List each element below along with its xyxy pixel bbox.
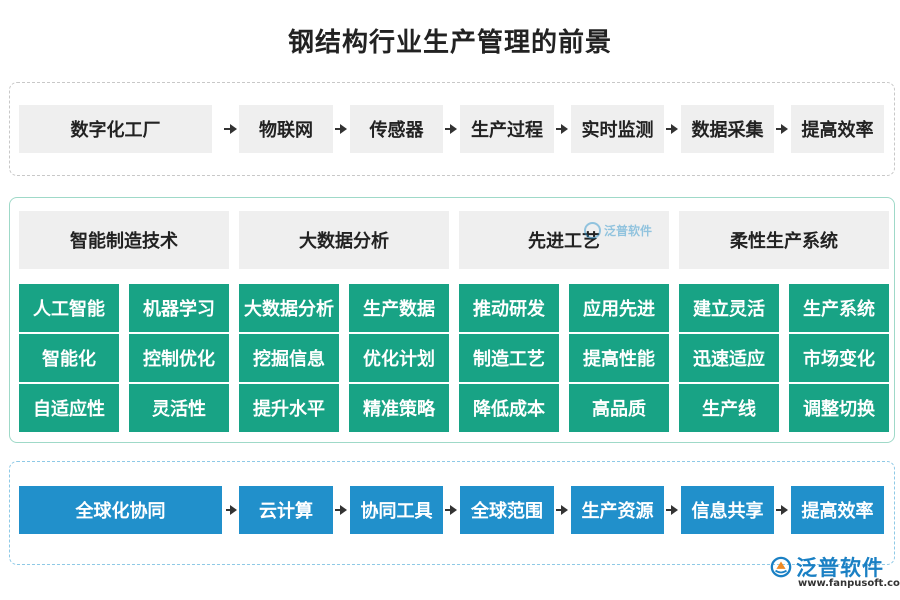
tech-item: 生产数据: [349, 284, 449, 332]
tech-item: 灵活性: [129, 384, 229, 432]
tech-item: 生产系统: [789, 284, 889, 332]
category-header: 大数据分析: [239, 211, 449, 269]
flow-arrow: [666, 505, 678, 515]
flow-box: 生产过程: [460, 105, 554, 153]
flow-arrow: [556, 124, 568, 134]
flow-box-digital-factory: 数字化工厂: [19, 105, 212, 153]
flow-arrow: [776, 505, 788, 515]
flow-box: 提高效率: [791, 486, 884, 534]
flow-box: 云计算: [239, 486, 333, 534]
tech-item: 降低成本: [459, 384, 559, 432]
brand-logo: 泛普软件: [770, 552, 884, 582]
tech-item: 控制优化: [129, 334, 229, 382]
tech-item: 精准策略: [349, 384, 449, 432]
tech-item: 调整切换: [789, 384, 889, 432]
tech-item: 智能化: [19, 334, 119, 382]
digital-factory-panel: [9, 82, 895, 176]
tech-item: 人工智能: [19, 284, 119, 332]
flow-box: 传感器: [350, 105, 443, 153]
fanpu-logo-icon: [770, 556, 792, 578]
flow-arrow: [224, 124, 237, 134]
tech-item: 应用先进: [569, 284, 669, 332]
tech-item: 迅速适应: [679, 334, 779, 382]
tech-item: 自适应性: [19, 384, 119, 432]
tech-item: 制造工艺: [459, 334, 559, 382]
flow-arrow: [776, 124, 788, 134]
fanpu-watermark-icon: [584, 222, 601, 239]
technology-panel: [9, 197, 895, 443]
flow-arrow: [335, 124, 347, 134]
flow-box: 协同工具: [350, 486, 443, 534]
tech-item: 挖掘信息: [239, 334, 339, 382]
flow-box: 实时监测: [571, 105, 664, 153]
brand-url: www.fanpusoft.com: [798, 578, 900, 589]
tech-item: 生产线: [679, 384, 779, 432]
tech-item: 优化计划: [349, 334, 449, 382]
tech-item: 建立灵活: [679, 284, 779, 332]
tech-item: 机器学习: [129, 284, 229, 332]
tech-item: 高品质: [569, 384, 669, 432]
flow-arrow: [445, 505, 457, 515]
tech-item: 市场变化: [789, 334, 889, 382]
flow-box: 数据采集: [681, 105, 774, 153]
category-header: 先进工艺: [459, 211, 669, 269]
watermark: 泛普软件: [584, 222, 652, 239]
tech-item: 提升水平: [239, 384, 339, 432]
flow-box: 物联网: [239, 105, 333, 153]
flow-box: 信息共享: [681, 486, 774, 534]
tech-item: 推动研发: [459, 284, 559, 332]
category-header: 柔性生产系统: [679, 211, 889, 269]
flow-arrow: [226, 505, 237, 515]
tech-item: 提高性能: [569, 334, 669, 382]
flow-arrow: [335, 505, 347, 515]
flow-box: 全球范围: [460, 486, 554, 534]
flow-arrow: [445, 124, 457, 134]
flow-box: 生产资源: [571, 486, 664, 534]
global-collaboration-panel: [9, 461, 895, 565]
flow-box: 提高效率: [791, 105, 884, 153]
flow-arrow: [556, 505, 568, 515]
category-header: 智能制造技术: [19, 211, 229, 269]
diagram-title: 钢结构行业生产管理的前景: [287, 28, 612, 58]
tech-item: 大数据分析: [239, 284, 339, 332]
flow-arrow: [666, 124, 678, 134]
flow-box-global-collab: 全球化协同: [19, 486, 222, 534]
